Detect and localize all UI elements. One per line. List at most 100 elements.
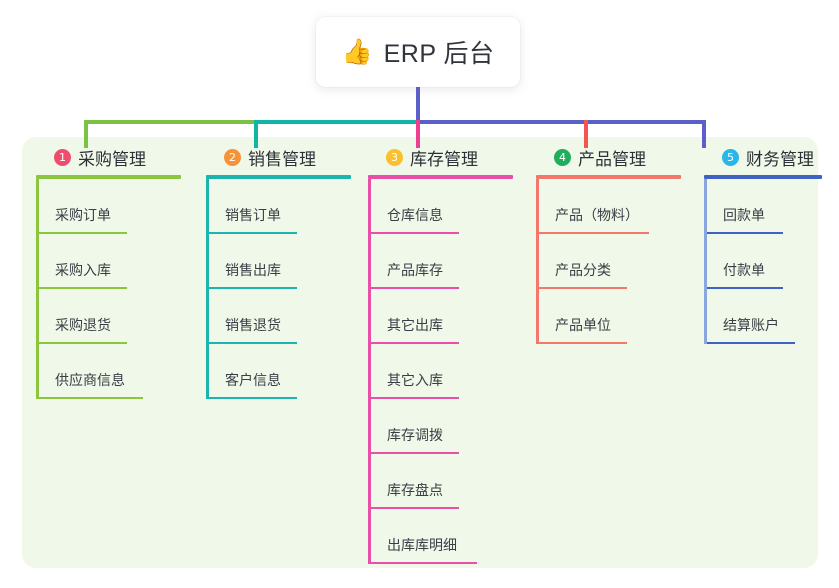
column-title-3: 库存管理 (410, 149, 478, 169)
column-header-1[interactable]: 1 采购管理 (36, 144, 181, 170)
column-stem-2 (254, 120, 258, 148)
column-title-4: 产品管理 (578, 149, 646, 169)
root-node[interactable]: 👍 ERP 后台 (316, 17, 520, 87)
column-badge-5: 5 (722, 148, 739, 166)
column-header-rule-1 (36, 175, 181, 179)
list-item-label: 其它出库 (387, 317, 443, 333)
column-title-2: 销售管理 (248, 149, 316, 169)
column-4: 4 产品管理产品（物料） 产品分类产品单位 (536, 144, 681, 344)
column-header-3[interactable]: 3 库存管理 (368, 144, 513, 170)
thumbs-up-icon: 👍 (341, 37, 373, 66)
bus-segment-1 (84, 120, 256, 124)
list-item-rule (539, 232, 649, 234)
column-header-rule-5 (704, 175, 822, 179)
list-item[interactable]: 采购入库 (36, 234, 181, 289)
column-spine-2 (206, 179, 209, 399)
column-header-5[interactable]: 5 财务管理 (704, 144, 822, 170)
column-header-4[interactable]: 4 产品管理 (536, 144, 681, 170)
column-title-1: 采购管理 (78, 149, 146, 169)
column-items-4: 产品（物料） 产品分类产品单位 (536, 179, 681, 344)
list-item-rule (371, 287, 459, 289)
list-item[interactable]: 客户信息 (206, 344, 351, 399)
list-item-label: 销售退货 (225, 317, 281, 333)
list-item-rule (371, 562, 477, 564)
list-item[interactable]: 仓库信息 (368, 179, 513, 234)
list-item-rule (707, 287, 783, 289)
list-item[interactable]: 产品（物料） (536, 179, 681, 234)
list-item[interactable]: 供应商信息 (36, 344, 181, 399)
list-item-label: 产品分类 (555, 262, 611, 278)
list-item[interactable]: 产品库存 (368, 234, 513, 289)
list-item-rule (39, 397, 143, 399)
list-item[interactable]: 库存盘点 (368, 454, 513, 509)
list-item-rule (209, 342, 297, 344)
column-title-5: 财务管理 (746, 149, 814, 169)
list-item-rule (209, 397, 297, 399)
list-item[interactable]: 库存调拨 (368, 399, 513, 454)
bus-segment-3 (416, 120, 704, 124)
root-stem (416, 87, 420, 124)
list-item[interactable]: 采购退货 (36, 289, 181, 344)
column-3: 3 库存管理仓库信息产品库存其它出库其它入库库存调拨库存盘点出库库明细 (368, 144, 513, 564)
column-badge-4: 4 (554, 148, 571, 166)
list-item-label: 销售出库 (225, 262, 281, 278)
list-item[interactable]: 采购订单 (36, 179, 181, 234)
list-item-label: 客户信息 (225, 372, 281, 388)
list-item-rule (39, 287, 127, 289)
column-1: 1 采购管理采购订单采购入库采购退货供应商信息 (36, 144, 181, 399)
column-stem-5 (702, 120, 706, 148)
list-item-label: 库存盘点 (387, 482, 443, 498)
list-item-rule (371, 232, 459, 234)
list-item-rule (371, 507, 459, 509)
list-item[interactable]: 其它入库 (368, 344, 513, 399)
list-item-rule (209, 287, 297, 289)
column-stem-4 (584, 120, 588, 148)
column-header-rule-3 (368, 175, 513, 179)
list-item[interactable]: 结算账户 (704, 289, 822, 344)
column-spine-1 (36, 179, 39, 399)
list-item-label: 产品库存 (387, 262, 443, 278)
list-item-rule (209, 232, 297, 234)
list-item[interactable]: 回款单 (704, 179, 822, 234)
root-title: ERP 后台 (383, 40, 495, 68)
list-item-label: 回款单 (723, 207, 765, 223)
column-badge-3: 3 (386, 148, 403, 166)
list-item[interactable]: 付款单 (704, 234, 822, 289)
list-item[interactable]: 销售退货 (206, 289, 351, 344)
list-item-label: 其它入库 (387, 372, 443, 388)
list-item[interactable]: 产品单位 (536, 289, 681, 344)
column-items-5: 回款单付款单结算账户 (704, 179, 822, 344)
list-item-label: 销售订单 (225, 207, 281, 223)
list-item-rule (539, 287, 627, 289)
column-header-rule-2 (206, 175, 351, 179)
list-item-rule (371, 342, 459, 344)
list-item-label: 结算账户 (723, 317, 779, 333)
column-spine-5 (704, 179, 707, 344)
columns-panel (22, 137, 818, 568)
list-item-label: 供应商信息 (55, 372, 125, 388)
list-item-label: 产品（物料） (555, 207, 639, 223)
column-stem-1 (84, 120, 88, 148)
column-items-2: 销售订单销售出库销售退货客户信息 (206, 179, 351, 399)
list-item-rule (39, 342, 127, 344)
list-item[interactable]: 产品分类 (536, 234, 681, 289)
bus-segment-2 (254, 120, 420, 124)
column-items-3: 仓库信息产品库存其它出库其它入库库存调拨库存盘点出库库明细 (368, 179, 513, 564)
list-item-rule (539, 342, 627, 344)
list-item-label: 出库库明细 (387, 537, 457, 553)
list-item[interactable]: 销售出库 (206, 234, 351, 289)
list-item[interactable]: 出库库明细 (368, 509, 513, 564)
list-item-rule (707, 232, 783, 234)
column-spine-4 (536, 179, 539, 344)
list-item-label: 仓库信息 (387, 207, 443, 223)
list-item-label: 产品单位 (555, 317, 611, 333)
list-item-label: 采购退货 (55, 317, 111, 333)
list-item[interactable]: 其它出库 (368, 289, 513, 344)
column-badge-1: 1 (54, 148, 71, 166)
list-item-label: 采购订单 (55, 207, 111, 223)
column-5: 5 财务管理回款单付款单结算账户 (704, 144, 822, 344)
list-item[interactable]: 销售订单 (206, 179, 351, 234)
